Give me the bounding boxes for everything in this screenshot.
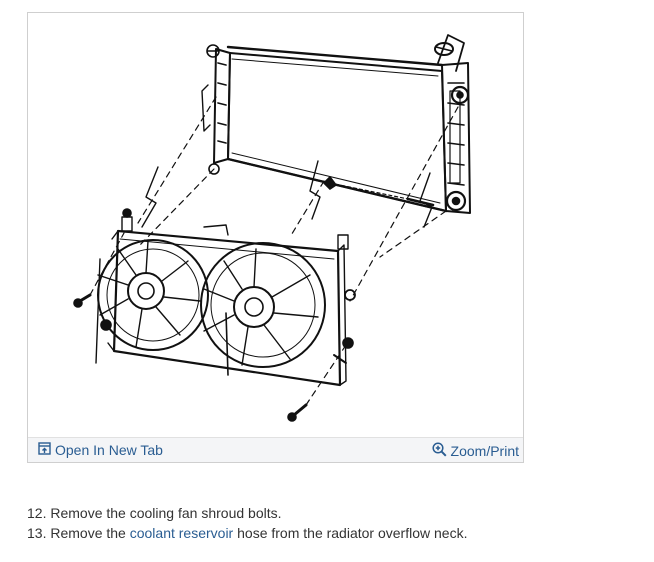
step-text: Remove the	[50, 525, 130, 541]
step-text: hose from the radiator overflow neck.	[233, 525, 468, 541]
step-number: 13.	[27, 525, 47, 541]
step-number: 12.	[27, 505, 47, 521]
figure-frame: Open In New Tab Zoom/Print	[27, 12, 524, 463]
step-13: 13. Remove the coolant reservoir hose fr…	[27, 523, 627, 543]
figure-toolbar: Open In New Tab Zoom/Print	[28, 437, 523, 462]
fan-shroud	[97, 208, 356, 387]
step-text: Remove the cooling fan shroud bolts.	[50, 505, 282, 521]
open-in-new-tab-link[interactable]: Open In New Tab	[38, 442, 163, 458]
break-lines	[95, 160, 433, 364]
zoom-print-label: Zoom/Print	[450, 443, 519, 459]
diagram-svg	[73, 34, 471, 422]
open-in-new-tab-label: Open In New Tab	[55, 442, 163, 458]
instruction-steps: 12. Remove the cooling fan shroud bolts.…	[27, 503, 627, 543]
zoom-print-link[interactable]: Zoom/Print	[431, 442, 519, 460]
step-12: 12. Remove the cooling fan shroud bolts.	[27, 503, 627, 523]
open-new-tab-icon	[38, 442, 55, 458]
coolant-reservoir-link[interactable]: coolant reservoir	[129, 525, 234, 541]
alignment-lines	[89, 96, 459, 406]
shroud-bolts	[73, 293, 308, 422]
radiator-fan-diagram[interactable]	[28, 13, 523, 437]
radiator	[201, 34, 471, 214]
zoom-magnifier-icon	[431, 442, 451, 460]
